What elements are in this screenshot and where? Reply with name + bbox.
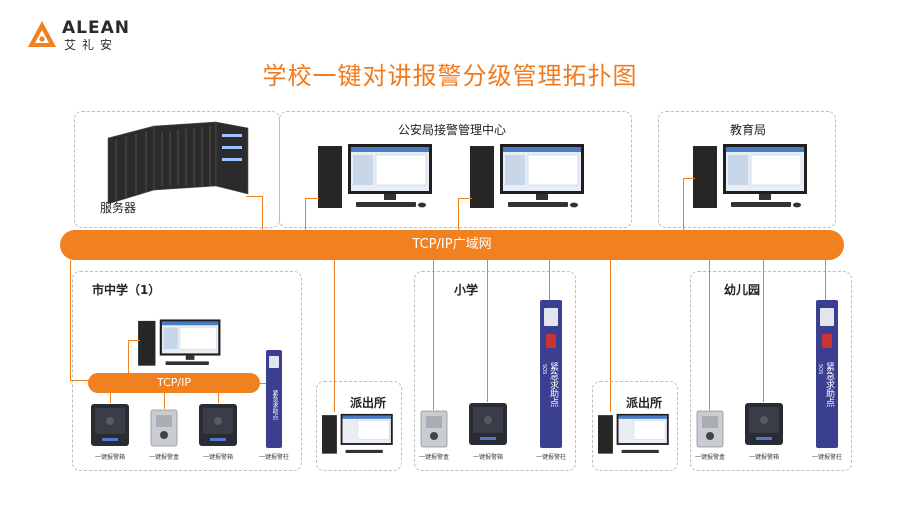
link-police-pc2	[458, 198, 472, 199]
alarm-box-icon	[745, 403, 783, 445]
device-caption: 一键报警盒	[694, 454, 725, 461]
zone-middle-school	[72, 271, 302, 471]
zone-education	[658, 111, 836, 228]
pillar-sos: SOS	[817, 364, 823, 375]
link-ms-box2	[218, 393, 219, 403]
link-education-pc	[683, 178, 684, 230]
device-caption: 一键报警箱	[94, 454, 125, 461]
alarm-pillar: SOS 紧急求助点	[816, 300, 838, 448]
lan-bus: TCP/IP	[88, 373, 260, 393]
alarm-pillar: 紧急求助点	[266, 350, 282, 448]
alarm-panel-icon	[696, 410, 724, 448]
wan-bus: TCP/IP广域网	[60, 230, 844, 260]
alean-logo-icon	[28, 21, 56, 47]
device-caption: 一键报警箱	[202, 454, 233, 461]
link-ms-panel	[164, 393, 165, 409]
zone-label-primary-school: 小学	[454, 283, 479, 297]
alarm-panel-icon	[150, 409, 178, 447]
device-caption: 一键报警箱	[472, 454, 503, 461]
link-kg-box	[763, 260, 764, 402]
link-primary-pillar	[549, 260, 550, 300]
server-rack-icon	[107, 121, 249, 205]
link-server	[246, 196, 262, 197]
alarm-box-icon	[199, 404, 237, 446]
pillar-text: 紧急求助点	[824, 362, 834, 407]
zone-label-police-station-1: 派出所	[350, 396, 387, 410]
device-caption: 一键报警盒	[418, 454, 449, 461]
link-education-pc	[683, 178, 695, 179]
brand-name-en: ALEAN	[62, 18, 130, 38]
link-ms-pc	[128, 340, 129, 373]
pillar-text: 紧急求助点	[548, 362, 558, 407]
link-ms-pc	[128, 340, 140, 341]
device-caption: 一键报警箱	[748, 454, 779, 461]
zone-police-center	[279, 111, 632, 228]
zone-police-station-1	[316, 381, 402, 471]
workstation-icon	[470, 144, 584, 208]
workstation-icon	[693, 144, 807, 208]
zone-label-police-station-2: 派出所	[626, 396, 663, 410]
link-police-pc1	[305, 198, 319, 199]
link-police-pc2	[458, 198, 459, 230]
alarm-box-icon	[91, 404, 129, 446]
alarm-box-icon	[469, 403, 507, 445]
link-middle-school	[70, 380, 90, 381]
device-caption: 一键报警柱	[258, 454, 289, 461]
alarm-pillar: SOS 紧急求助点	[540, 300, 562, 448]
link-kg-panel	[709, 260, 710, 410]
zone-police-station-2	[592, 381, 678, 471]
workstation-icon	[318, 144, 432, 208]
link-ms-box1	[110, 393, 111, 403]
device-caption: 一键报警柱	[811, 454, 842, 461]
brand-name-cn: 艾礼安	[64, 38, 119, 52]
workstation-icon	[138, 319, 221, 366]
workstation-icon	[322, 413, 393, 454]
zone-label-server: 服务器	[100, 201, 137, 215]
page-title: 学校一键对讲报警分级管理拓扑图	[262, 62, 638, 90]
link-primary-box	[487, 260, 488, 402]
zone-label-middle-school: 市中学（1）	[92, 283, 161, 297]
device-caption: 一键报警柱	[535, 454, 566, 461]
zone-label-kindergarten: 幼儿园	[724, 283, 761, 297]
link-police-station-2	[610, 260, 611, 412]
device-caption: 一键报警盒	[148, 454, 179, 461]
alarm-panel-icon	[420, 410, 448, 448]
zone-label-police-center: 公安局接警管理中心	[398, 123, 507, 137]
zone-primary-school	[414, 271, 576, 471]
link-police-pc1	[305, 198, 306, 230]
workstation-icon	[598, 413, 669, 454]
link-primary-panel	[433, 260, 434, 410]
zone-label-education: 教育局	[730, 123, 767, 137]
link-police-station-1	[334, 260, 335, 412]
pillar-text: 紧急求助点	[271, 390, 278, 420]
pillar-sos: SOS	[541, 364, 547, 375]
zone-kindergarten	[690, 271, 852, 471]
link-kg-pillar	[825, 260, 826, 300]
link-server	[262, 196, 263, 230]
link-middle-school	[70, 260, 71, 380]
